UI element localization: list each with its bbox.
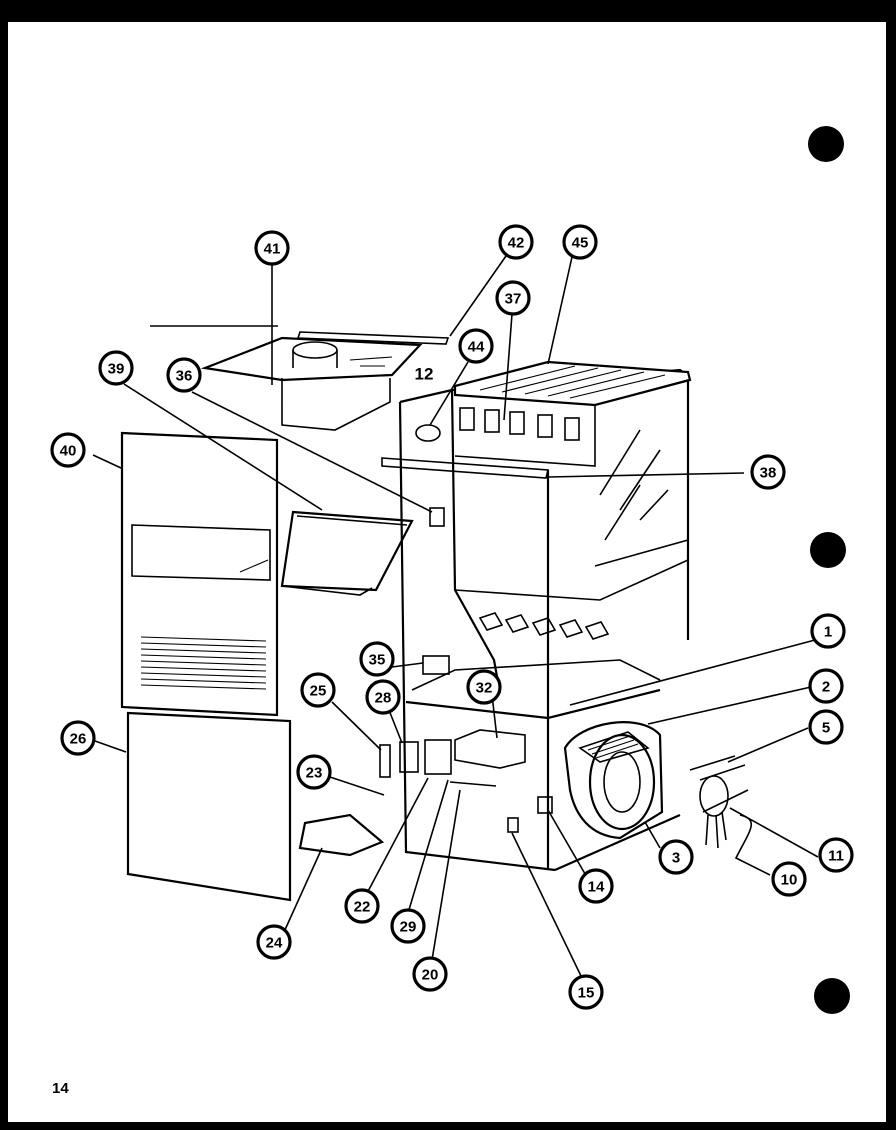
callout-number: 3 — [672, 850, 680, 867]
callout-42: 42 — [498, 224, 534, 260]
callout-number: 24 — [266, 935, 283, 952]
callout-circle — [300, 672, 336, 708]
callout-circle — [578, 868, 614, 904]
callout-number: 1 — [824, 624, 832, 641]
callout-number: 39 — [108, 361, 125, 378]
callout-circle — [359, 641, 395, 677]
callout-number: 44 — [468, 339, 485, 356]
callout-number: 14 — [588, 879, 605, 896]
callout-29: 29 — [390, 908, 426, 944]
callout-14: 14 — [578, 868, 614, 904]
callout-number: 10 — [781, 872, 798, 889]
callout-44: 44 — [458, 328, 494, 364]
callout-2: 2 — [808, 668, 844, 704]
callout-38: 38 — [750, 454, 786, 490]
callout-22: 22 — [344, 888, 380, 924]
callout-5: 5 — [808, 709, 844, 745]
callout-number: 37 — [505, 291, 522, 308]
binder-hole-bottom — [814, 978, 850, 1014]
blower-motor — [689, 755, 749, 849]
main-cabinet — [379, 360, 692, 872]
callout-11: 11 — [818, 837, 854, 873]
callout-39: 39 — [98, 350, 134, 386]
callout-26: 26 — [60, 720, 96, 756]
filter-rack — [280, 510, 414, 596]
callout-45: 45 — [562, 224, 598, 260]
top-vent-plate — [150, 325, 423, 431]
top-rail — [296, 331, 450, 345]
callout-number: 22 — [354, 899, 371, 916]
callout-number: 36 — [176, 368, 193, 385]
callout-3: 3 — [658, 839, 694, 875]
callout-circle — [498, 224, 534, 260]
callout-circle — [60, 720, 96, 756]
callout-circle — [254, 230, 290, 266]
callout-circle — [50, 432, 86, 468]
plain-label-group: 12 — [415, 365, 434, 384]
callout-number: 28 — [375, 690, 392, 707]
part-label-12: 12 — [415, 365, 434, 384]
callout-circle — [750, 454, 786, 490]
callout-circle — [495, 280, 531, 316]
callout-circle — [808, 709, 844, 745]
callout-number: 41 — [264, 241, 281, 258]
callout-number: 38 — [760, 465, 777, 482]
callout-23: 23 — [296, 754, 332, 790]
callout-41: 41 — [254, 230, 290, 266]
callout-circle — [810, 613, 846, 649]
callout-number: 42 — [508, 235, 525, 252]
callout-1: 1 — [810, 613, 846, 649]
front-upper-panel — [120, 431, 279, 717]
front-lower-panel — [126, 711, 292, 902]
callout-circle — [466, 669, 502, 705]
callout-circle — [412, 956, 448, 992]
callout-circle — [771, 861, 807, 897]
callout-number: 20 — [422, 967, 439, 984]
blower-assembly — [563, 721, 664, 840]
page-number: 14 — [52, 1080, 69, 1097]
callout-37: 37 — [495, 280, 531, 316]
callout-32: 32 — [466, 669, 502, 705]
binder-hole-middle — [810, 532, 846, 568]
callout-28: 28 — [365, 679, 401, 715]
callout-number: 25 — [310, 683, 327, 700]
callout-circle — [808, 668, 844, 704]
callout-number: 45 — [572, 235, 589, 252]
binder-hole-top — [808, 126, 844, 162]
callout-15: 15 — [568, 974, 604, 1010]
callout-circle — [365, 679, 401, 715]
callout-36: 36 — [166, 357, 202, 393]
callout-35: 35 — [359, 641, 395, 677]
callout-circle — [658, 839, 694, 875]
callout-number: 26 — [70, 731, 87, 748]
callout-circle — [344, 888, 380, 924]
callout-40: 40 — [50, 432, 86, 468]
callout-number: 32 — [476, 680, 493, 697]
callout-number: 11 — [828, 848, 844, 865]
callout-25: 25 — [300, 672, 336, 708]
callout-number: 35 — [369, 652, 386, 669]
callout-circle — [390, 908, 426, 944]
callout-circle — [562, 224, 598, 260]
callout-20: 20 — [412, 956, 448, 992]
callout-10: 10 — [771, 861, 807, 897]
callout-circle — [458, 328, 494, 364]
callout-circle — [256, 924, 292, 960]
callout-circle — [296, 754, 332, 790]
callout-number: 5 — [822, 720, 830, 737]
callout-24: 24 — [256, 924, 292, 960]
callout-circle — [166, 357, 202, 393]
bottom-bracket — [298, 813, 385, 857]
callout-circle — [818, 837, 854, 873]
callout-circle — [568, 974, 604, 1010]
callout-number: 2 — [822, 679, 830, 696]
callout-circle — [98, 350, 134, 386]
leader-lines — [92, 255, 819, 977]
callout-number: 23 — [306, 765, 323, 782]
callout-number: 29 — [400, 919, 417, 936]
callout-number: 40 — [60, 443, 77, 460]
callout-number: 15 — [578, 985, 595, 1002]
